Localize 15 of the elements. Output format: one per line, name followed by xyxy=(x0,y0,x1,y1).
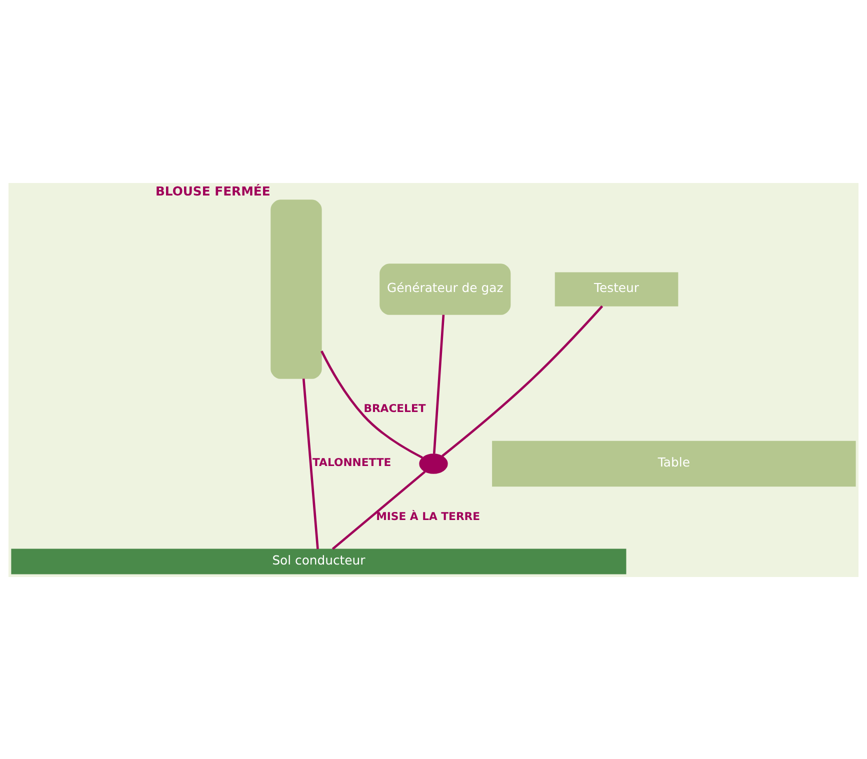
node-circle xyxy=(419,453,448,474)
edge-label: TALONNETTE xyxy=(312,455,392,468)
connector xyxy=(442,304,604,456)
node-person xyxy=(270,199,322,378)
node-label: BLOUSE FERMÉE xyxy=(155,182,270,198)
edge-label: BRACELET xyxy=(364,401,426,414)
connector xyxy=(332,470,426,550)
node-box: Testeur xyxy=(554,272,678,306)
node-box: Générateur de gaz xyxy=(380,263,511,314)
connector xyxy=(320,350,423,458)
node-box: Table xyxy=(492,440,856,486)
node-box: Sol conducteur xyxy=(11,548,626,574)
edge-label: MISE À LA TERRE xyxy=(376,509,480,522)
connector xyxy=(302,378,319,549)
connector xyxy=(432,314,445,454)
